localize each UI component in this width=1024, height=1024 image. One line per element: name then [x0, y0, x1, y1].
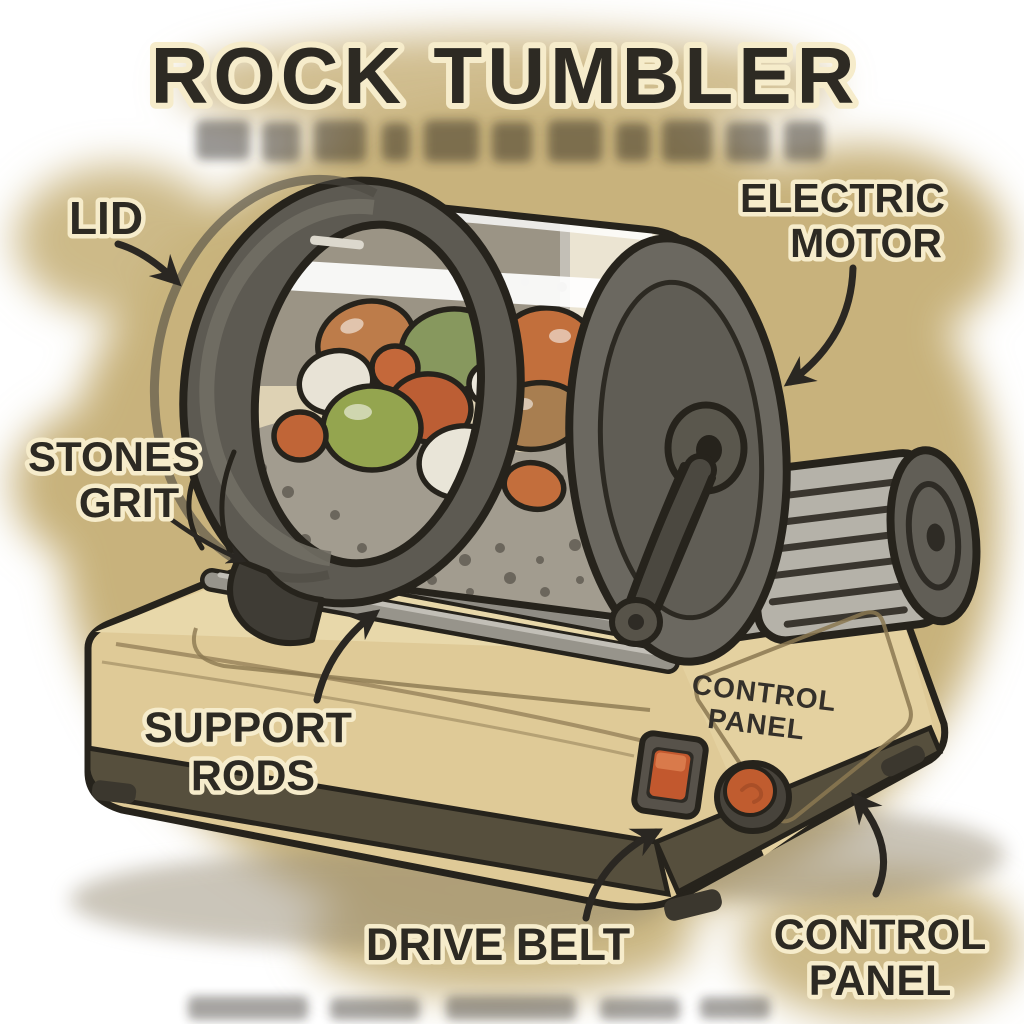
grit-label: GRIT [79, 479, 180, 526]
drive-belt-right [650, 474, 716, 620]
lid-ring-highlight [199, 198, 375, 567]
faded-text-artifact-bottom [188, 996, 770, 1020]
annotation-labels: ROCK TUMBLER LID ELECTRIC MOTOR STONES G… [24, 25, 991, 1010]
lid-slot-highlight [310, 235, 364, 250]
control-panel-inset [694, 610, 913, 824]
page-title: ROCK TUMBLER [151, 31, 860, 120]
tumbler-drum [149, 174, 791, 666]
base-trim-right [652, 724, 944, 896]
bracket-wire-2 [219, 449, 237, 555]
drive-belt-arrow [582, 828, 663, 922]
motor-end-ring [905, 481, 962, 591]
base-foot-right [881, 745, 925, 777]
power-switch [631, 730, 709, 820]
control-panel-label-line1: CONTROL [774, 911, 987, 959]
base-foot-left [91, 780, 137, 804]
control-panel-arrow [851, 792, 888, 898]
base-foot-center [664, 889, 722, 921]
electric-motor-label-line2: MOTOR [790, 220, 942, 266]
top-tray-groove [192, 627, 651, 712]
annotation-arrows [114, 240, 888, 922]
electric-motor-label-line1: ELECTRIC [740, 175, 945, 221]
stone [271, 409, 329, 463]
electric-motor-arrow [783, 264, 857, 387]
drive-belt-left [624, 462, 688, 610]
power-button [714, 760, 792, 834]
support-rods-label-line1: SUPPORT [144, 704, 352, 752]
front-edge-groove-1 [115, 642, 649, 744]
button-swirl [740, 783, 764, 804]
drive-belt-assembly [609, 453, 717, 647]
drum-end-disk [565, 234, 791, 666]
pulley-arm [631, 459, 711, 623]
motor-shaft-center [926, 523, 945, 552]
front-edge-groove-2 [101, 660, 635, 758]
lid-arrow [114, 240, 182, 287]
switch-rocker-highlight [655, 752, 687, 772]
small-pulley-center [628, 614, 644, 630]
drum-bracket-left [186, 449, 325, 647]
support-rods-arrow [313, 609, 381, 704]
drive-belt-label: DRIVE BELT [366, 919, 630, 970]
stones-label: STONES [28, 433, 200, 480]
stones-grit-arrow [169, 517, 247, 564]
lid-label: LID [69, 192, 143, 244]
stone [320, 383, 424, 473]
bracket-wire-1 [186, 465, 205, 551]
lid-ring [179, 176, 525, 608]
control-panel-label-line2: PANEL [809, 957, 952, 1005]
support-rods-label-line2: RODS [191, 752, 315, 800]
faded-text-artifact-top [196, 120, 824, 162]
